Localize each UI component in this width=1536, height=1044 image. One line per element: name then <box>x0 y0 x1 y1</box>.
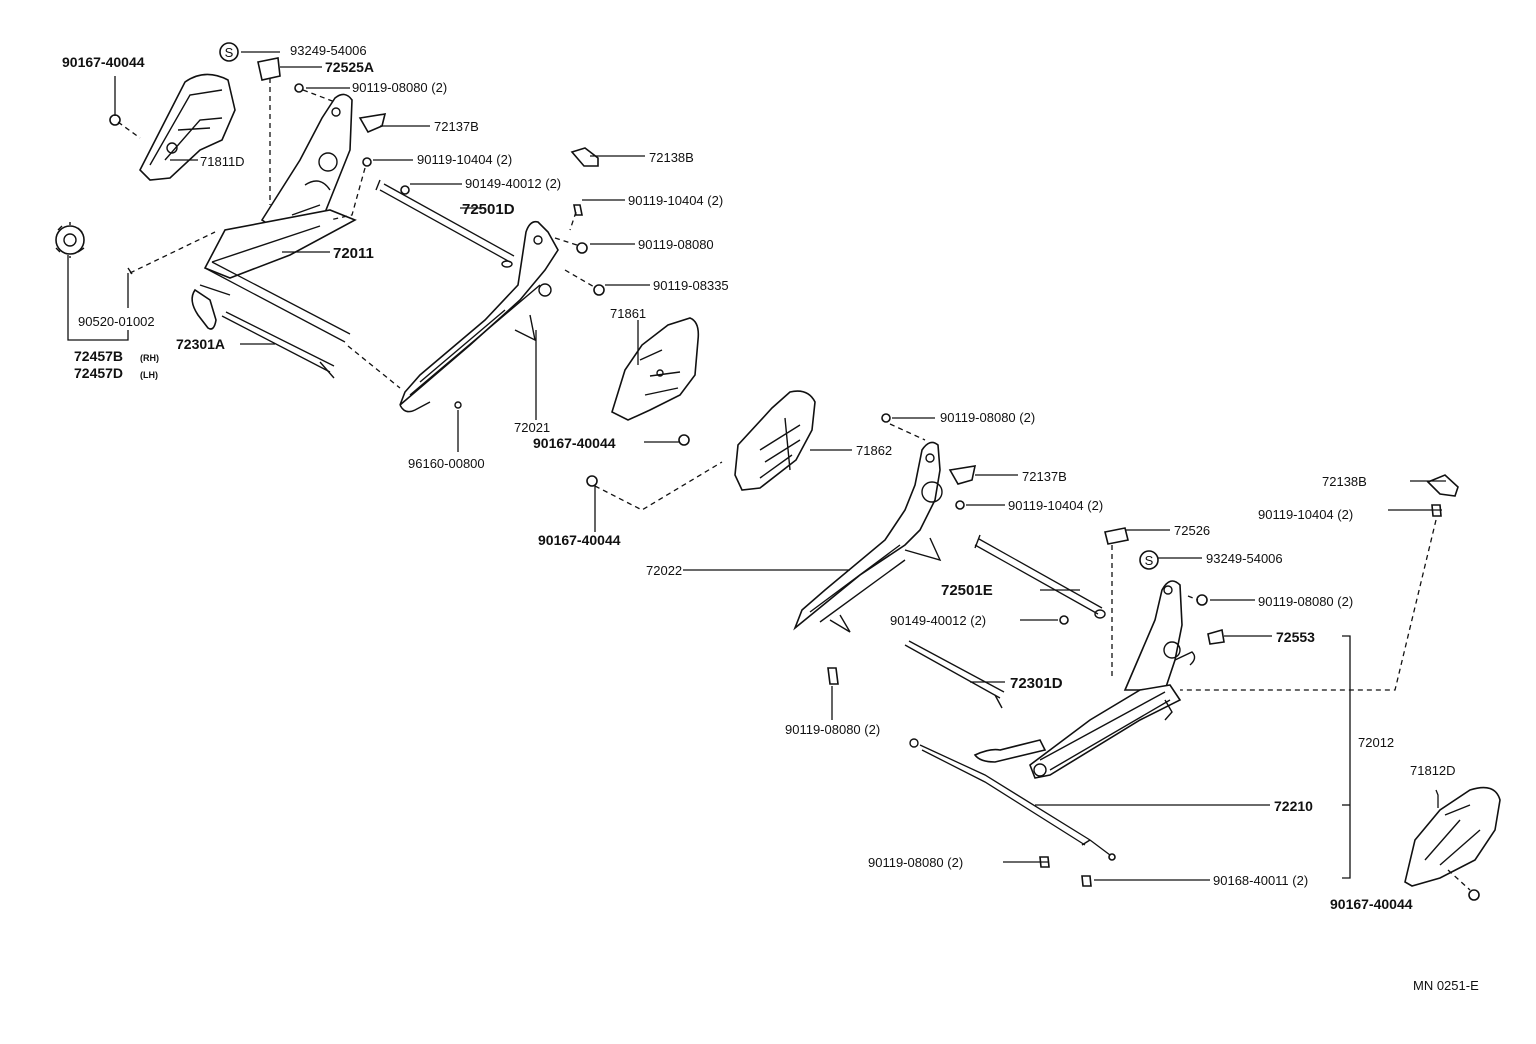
label-71812D: 71812D <box>1410 763 1456 778</box>
s-marker-right-text: S <box>1145 553 1154 568</box>
label-90119-10404-a: 90119-10404 (2) <box>417 152 512 167</box>
label-90119-08080-e: 90119-08080 (2) <box>785 722 880 737</box>
label-72012: 72012 <box>1358 735 1394 750</box>
s-marker-right: S <box>1139 550 1159 570</box>
cable-drawing <box>909 738 1116 887</box>
label-72138B-b: 72138B <box>1322 474 1367 489</box>
label-90119-08080-c: 90119-08080 (2) <box>940 410 1035 425</box>
label-72501D: 72501D <box>462 201 515 218</box>
label-72457B: 72457B <box>74 348 123 364</box>
s-marker-left: S <box>219 42 239 62</box>
label-90520-01002: 90520-01002 <box>78 314 155 329</box>
label-90167-40044-b: 90167-40044 <box>533 435 616 451</box>
label-90119-10404-d: 90119-10404 (2) <box>1258 507 1353 522</box>
label-72525A: 72525A <box>325 59 374 75</box>
label-90119-10404-c: 90119-10404 (2) <box>1008 498 1103 513</box>
label-72301D: 72301D <box>1010 675 1063 692</box>
label-90119-10404-b: 90119-10404 (2) <box>628 193 723 208</box>
right-adjuster-drawing <box>827 474 1459 779</box>
label-72137B-a: 72137B <box>434 119 479 134</box>
label-71861: 71861 <box>610 306 646 321</box>
label-72501E: 72501E <box>941 582 993 599</box>
label-72011: 72011 <box>333 245 374 262</box>
label-72210: 72210 <box>1274 798 1313 814</box>
middle-covers-drawing <box>586 317 816 491</box>
diagram-code: MN 0251-E <box>1413 978 1479 993</box>
left-small-parts <box>109 57 605 409</box>
label-72526: 72526 <box>1174 523 1210 538</box>
center-rail-drawing <box>793 413 977 633</box>
label-72301A: 72301A <box>176 336 225 352</box>
label-90167-40044-c: 90167-40044 <box>538 532 621 548</box>
label-90168-40011: 90168-40011 (2) <box>1213 873 1308 888</box>
s-marker-left-text: S <box>225 45 234 60</box>
label-93249-54006-a: 93249-54006 <box>290 43 367 58</box>
part-labels: 90167-40044 93249-54006 72525A 90119-080… <box>62 43 1479 993</box>
leader-lines <box>67 51 1471 891</box>
label-72138B-a: 72138B <box>649 150 694 165</box>
label-71811D: 71811D <box>200 154 245 169</box>
right-cover-drawing <box>1404 786 1501 901</box>
label-72021: 72021 <box>514 420 550 435</box>
label-90119-08080-d: 90119-08080 (2) <box>1258 594 1353 609</box>
label-90119-08080-a: 90119-08080 (2) <box>352 80 447 95</box>
label-90149-40012-b: 90149-40012 (2) <box>890 613 986 628</box>
label-72457B-rh: (RH) <box>140 353 159 363</box>
label-90167-40044-d: 90167-40044 <box>1330 896 1413 912</box>
label-90119-08080-f: 90119-08080 (2) <box>868 855 963 870</box>
label-90167-40044-a: 90167-40044 <box>62 54 145 70</box>
label-72553: 72553 <box>1276 629 1315 645</box>
label-90119-08080-b: 90119-08080 <box>638 237 714 252</box>
left-adjuster-drawing <box>55 73 559 413</box>
label-72457D-lh: (LH) <box>140 370 158 380</box>
label-72457D: 72457D <box>74 365 123 381</box>
label-90149-40012-a: 90149-40012 (2) <box>465 176 561 191</box>
label-93249-54006-b: 93249-54006 <box>1206 551 1283 566</box>
label-72137B-b: 72137B <box>1022 469 1067 484</box>
label-72022: 72022 <box>646 563 682 578</box>
label-96160-00800: 96160-00800 <box>408 456 485 471</box>
label-90119-08335: 90119-08335 <box>653 278 729 293</box>
label-71862: 71862 <box>856 443 892 458</box>
